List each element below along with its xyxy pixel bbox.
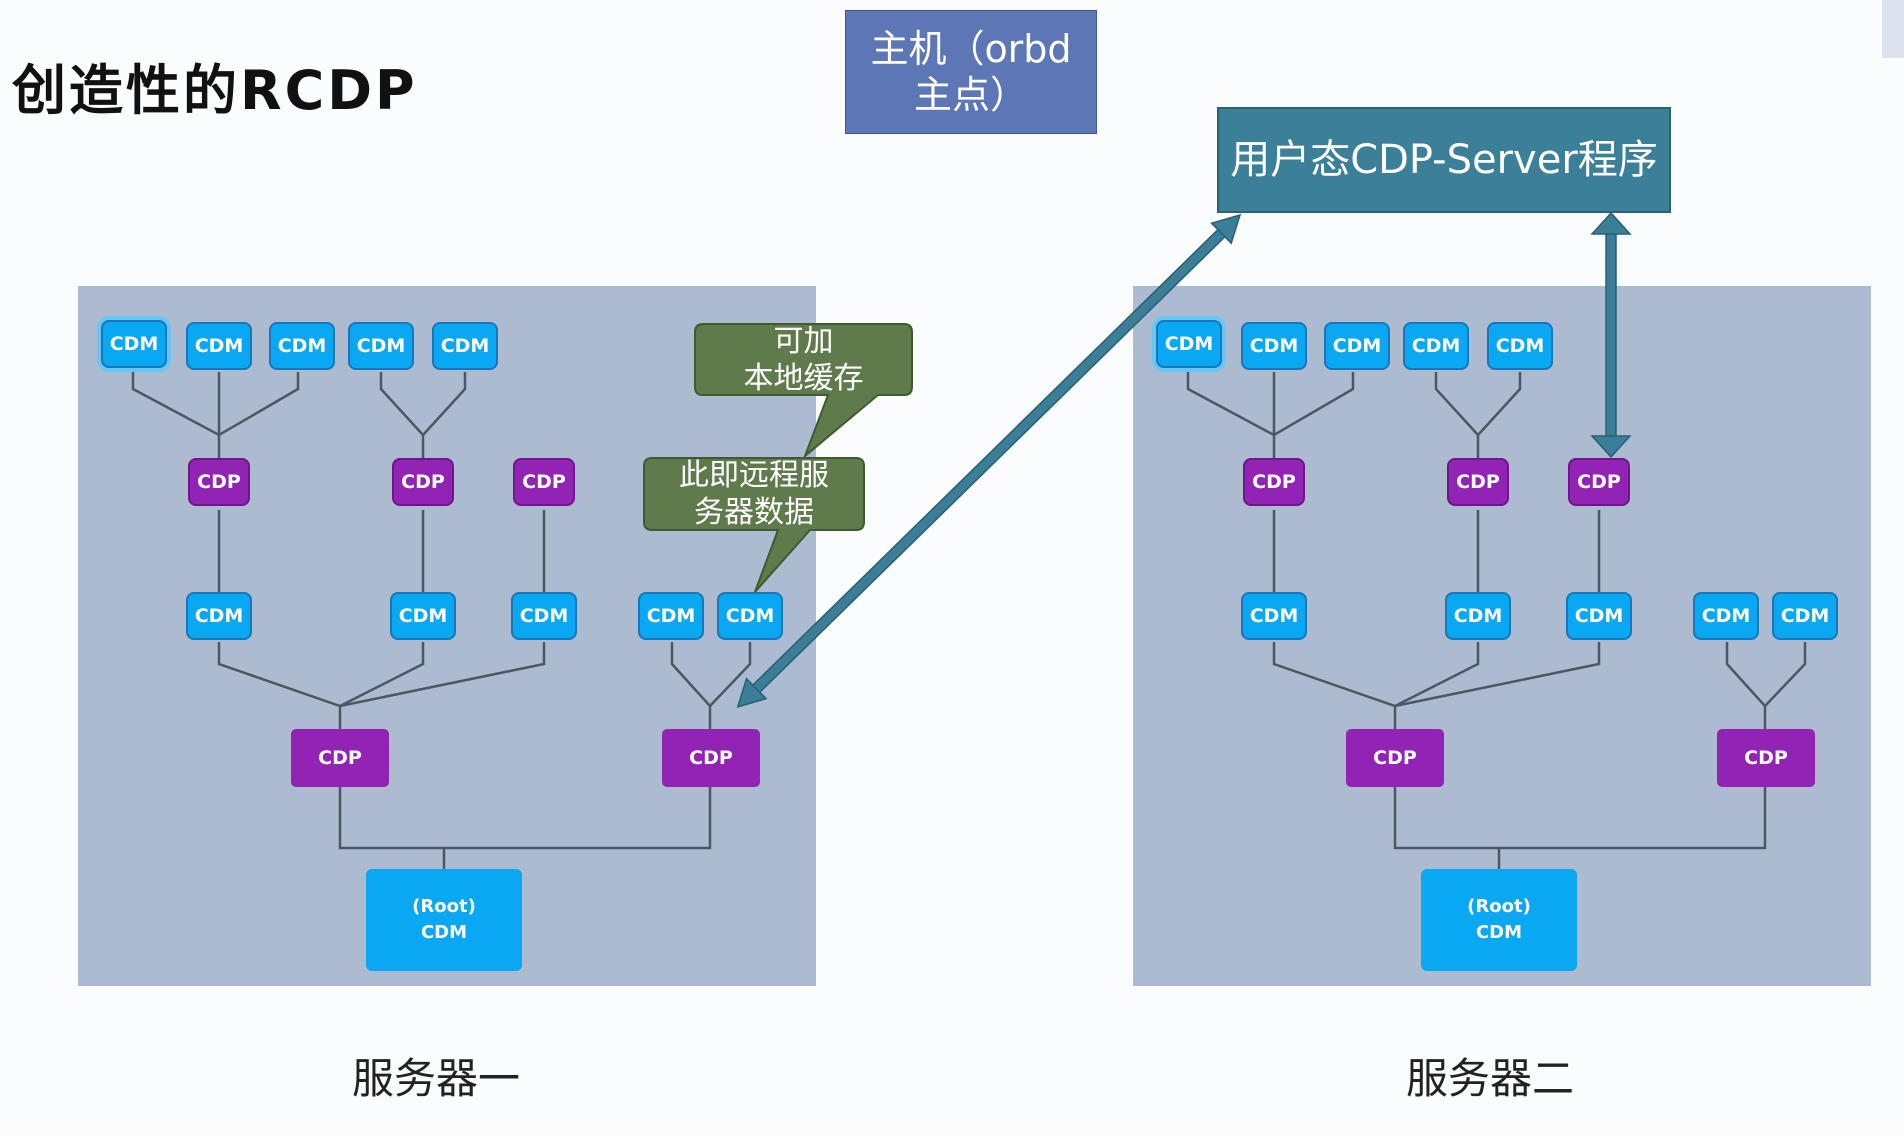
cdm-node: CDM [1241,592,1307,640]
cdm-node: CDM [1487,322,1553,370]
cdm-node: CDM [1772,592,1838,640]
cdm-node: CDM [101,320,167,368]
remote-callout-line-1: 此即远程服 [679,458,829,493]
cdp-server-program: 用户态CDP-Server程序 [1217,107,1671,213]
cdm-node: CDM [186,592,252,640]
cdp-aggregator-node: CDP [1346,729,1444,787]
root-label-top: (Root) [412,896,476,917]
cdm-node: CDM [1693,592,1759,640]
cdm-node: CDM [1324,322,1390,370]
cdm-node: CDM [1156,320,1222,368]
server-two-wires [1186,372,1807,869]
cache-callout-bubble [694,323,913,460]
cdp-node: CDP [392,458,454,506]
cdm-node: CDM [1241,322,1307,370]
cdm-node: CDM [1403,322,1469,370]
cdm-node: CDM [348,322,414,370]
slide-title: 创造性的RCDP [12,59,418,122]
server-one-label: 服务器一 [351,1054,520,1103]
cdm-node: CDM [186,322,252,370]
root-label-bottom: CDM [1475,922,1523,943]
cdm-node: CDM [390,592,456,640]
cdp-node: CDP [513,458,575,506]
server-one-panel: CDM CDM CDM CDM CDM CDP CDP CDP CDM CDM … [78,286,816,986]
host-line-1: 主机（orbd [870,27,1072,71]
cdm-node: CDM [432,322,498,370]
root-label-bottom: CDM [420,922,468,943]
cdp-node: CDP [1243,458,1305,506]
cdp-aggregator-node: CDP [662,729,760,787]
host-box: 主机（orbd 主点） [845,10,1097,134]
cdp-node: CDP [1568,458,1630,506]
server-two-label: 服务器二 [1405,1054,1574,1103]
cdm-node: CDM [511,592,577,640]
root-label-top: (Root) [1467,896,1531,917]
cdm-node: CDM [1445,592,1511,640]
cache-callout: 可加 本地缓存 [695,323,912,396]
remote-callout-bubble [643,457,865,593]
server-two-panel: CDM CDM CDM CDM CDM CDP CDP CDP CDM CDM … [1133,286,1871,986]
host-line-2: 主点） [913,73,1028,117]
diagonal-double-arrow [736,213,1242,708]
cdp-aggregator-node: CDP [1717,729,1815,787]
remote-callout: 此即远程服 务器数据 [644,458,864,530]
remote-callout-line-2: 务器数据 [694,495,814,530]
cdm-node: CDM [269,322,335,370]
vertical-double-arrow [1590,211,1632,459]
cache-callout-line-1: 可加 [773,323,834,359]
cdp-node: CDP [1447,458,1509,506]
cache-callout-line-2: 本地缓存 [743,360,864,396]
cdp-aggregator-node: CDP [291,729,389,787]
corner-decoration [1882,0,1904,58]
cdm-node: CDM [717,592,783,640]
cdp-node: CDP [188,458,250,506]
root-cdm-node: (Root) CDM [1421,869,1577,971]
server-one-wires [131,372,752,869]
root-cdm-node: (Root) CDM [366,869,522,971]
cdm-node: CDM [638,592,704,640]
cdm-node: CDM [1566,592,1632,640]
